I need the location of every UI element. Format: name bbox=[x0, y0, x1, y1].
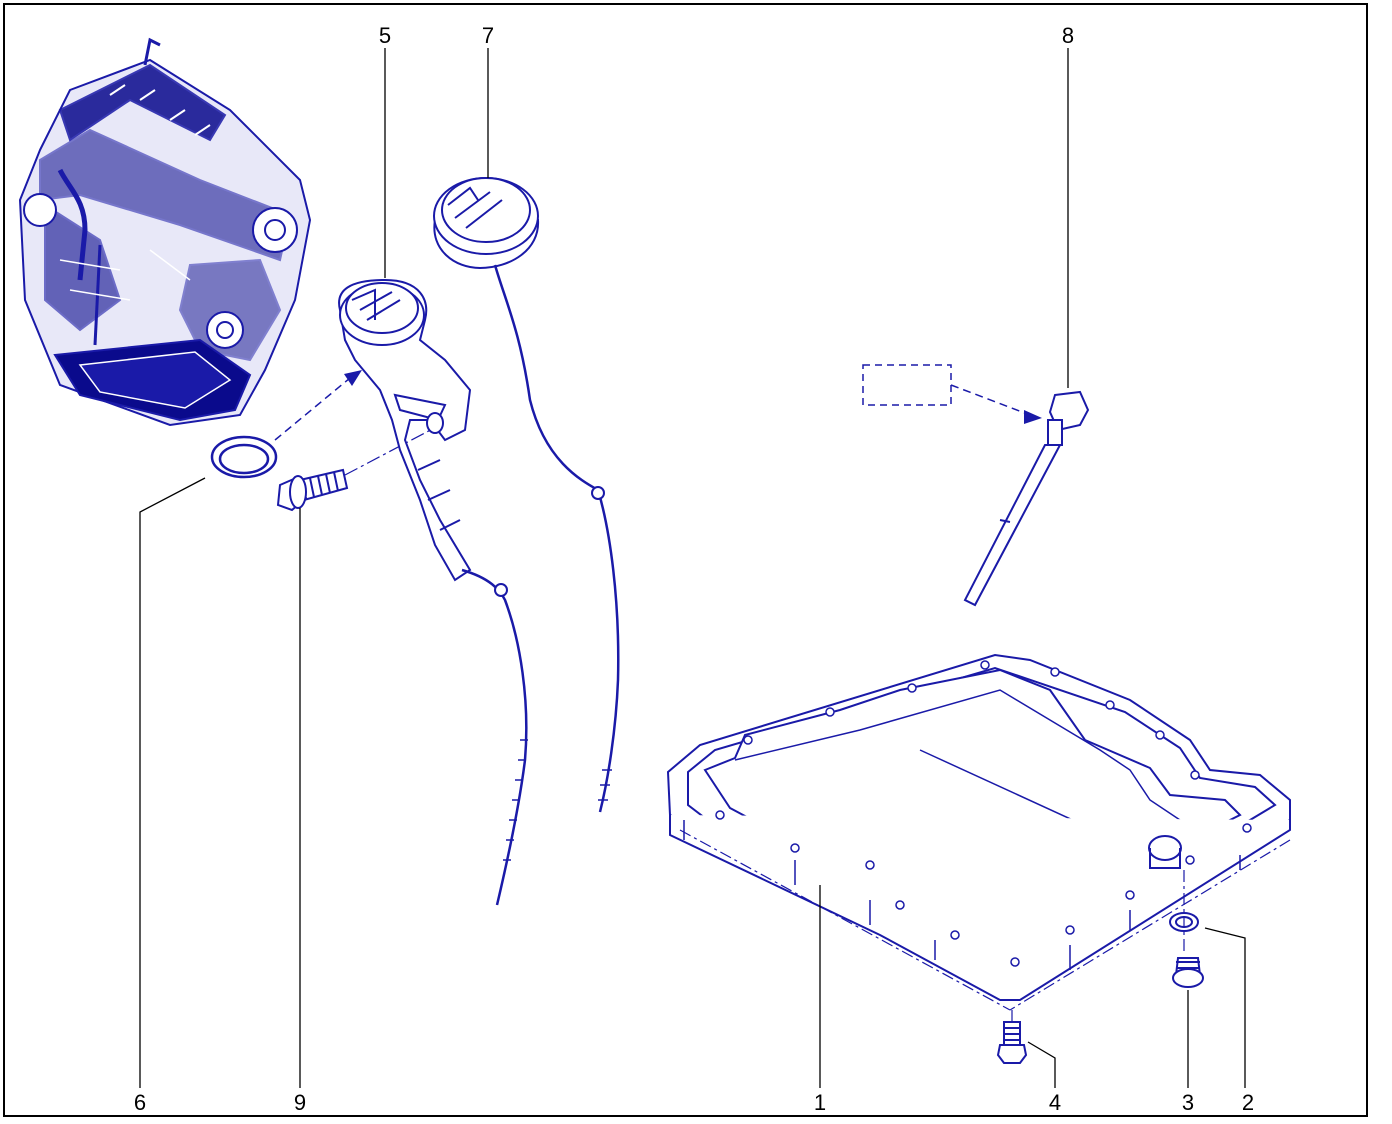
callout-7: 7 bbox=[482, 23, 494, 48]
oil-pan-bolt-holes bbox=[715, 660, 1252, 967]
dipstick-7-bead bbox=[591, 486, 605, 500]
leader-6 bbox=[139, 477, 206, 1088]
dipstick-cap-7-part bbox=[433, 177, 540, 270]
callout-6: 6 bbox=[134, 1090, 146, 1115]
oil-level-sensor-part bbox=[963, 390, 1090, 607]
callout-leaders bbox=[139, 48, 1246, 1088]
callout-1: 1 bbox=[814, 1090, 826, 1115]
o-ring-arrow bbox=[344, 370, 362, 386]
dipstick-7-rod bbox=[493, 264, 620, 813]
dipstick-tube-part bbox=[338, 278, 472, 582]
o-ring-part bbox=[210, 435, 278, 479]
callout-2: 2 bbox=[1242, 1090, 1254, 1115]
tube-bolt-axis bbox=[344, 424, 441, 476]
sensor-connector-placeholder bbox=[862, 364, 952, 406]
oil-pan-part bbox=[666, 653, 1291, 1001]
callout-9: 9 bbox=[294, 1090, 306, 1115]
callout-numbers: 1 2 3 4 5 6 7 8 9 bbox=[134, 23, 1254, 1115]
dipstick-5-bead bbox=[494, 583, 508, 597]
leader-4 bbox=[1027, 1041, 1056, 1088]
leader-2 bbox=[1204, 927, 1246, 1088]
dipstick-7-marks bbox=[598, 769, 612, 801]
callout-8: 8 bbox=[1062, 23, 1074, 48]
engine-thumbnail bbox=[18, 37, 312, 427]
o-ring-leader-dashed bbox=[274, 377, 351, 441]
diagram-frame bbox=[3, 3, 1368, 1117]
tube-bolt-part bbox=[276, 468, 349, 512]
dipstick-5-rod bbox=[461, 568, 528, 906]
drain-plug-part bbox=[1172, 957, 1204, 988]
sensor-connector-arrow bbox=[1024, 410, 1042, 424]
callout-3: 3 bbox=[1182, 1090, 1194, 1115]
callout-5: 5 bbox=[379, 23, 391, 48]
pan-bolt-part bbox=[996, 1021, 1028, 1064]
sensor-connector-leader bbox=[950, 384, 1031, 416]
callout-4: 4 bbox=[1049, 1090, 1061, 1115]
dipstick-5-marks bbox=[503, 739, 528, 861]
